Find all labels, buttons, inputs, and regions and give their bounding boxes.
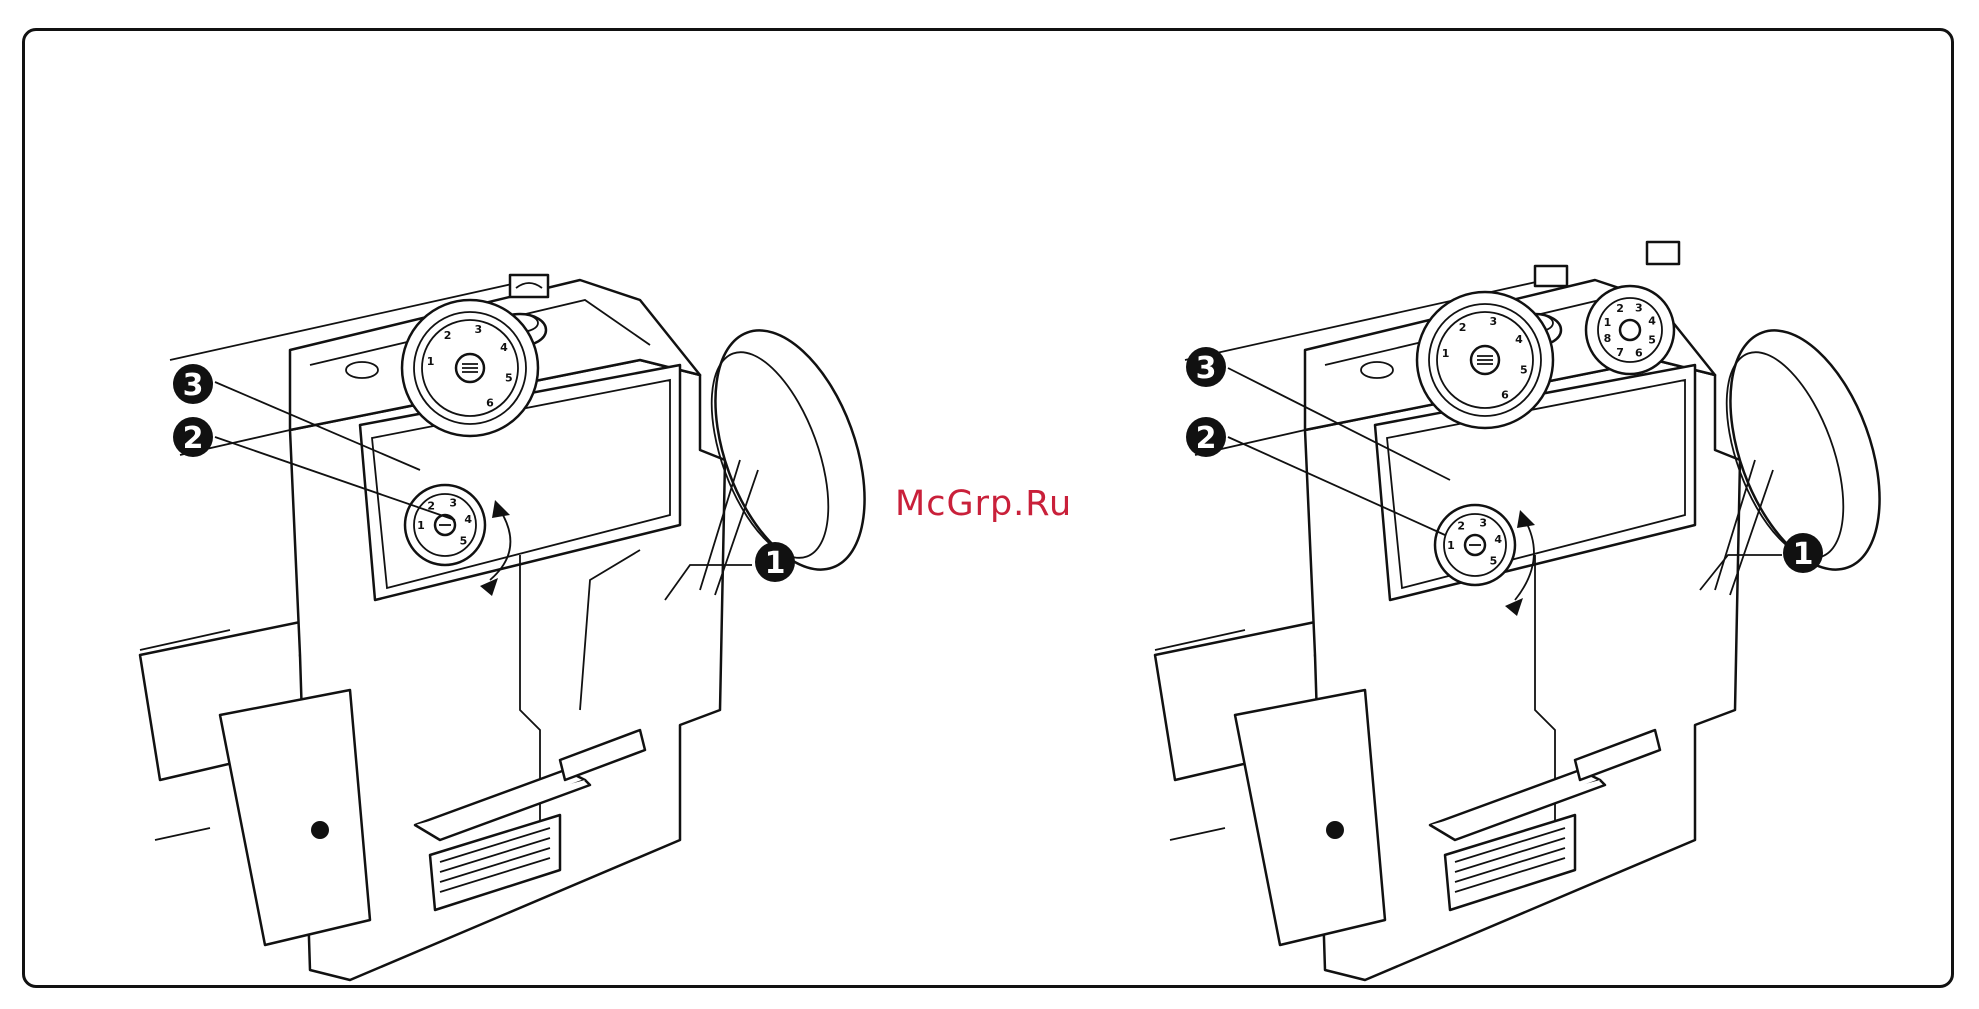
- small-dial-number: 2: [427, 499, 435, 512]
- watermark-text: McGrp.Ru: [895, 484, 1072, 524]
- stitch-length-dial: [1417, 292, 1553, 428]
- small-dial-number: 3: [1479, 516, 1487, 529]
- large-dial-number: 3: [1489, 315, 1497, 328]
- svg-text:2: 2: [1196, 421, 1217, 456]
- svg-text:3: 3: [1196, 351, 1217, 386]
- extra-dial-number: 5: [1648, 333, 1656, 346]
- large-dial-number: 3: [474, 323, 482, 336]
- large-dial-number: 2: [1459, 321, 1467, 334]
- large-dial-number: 1: [427, 355, 435, 368]
- callout-2-left: 2: [173, 417, 213, 457]
- callout-2-right: 2: [1186, 417, 1226, 457]
- large-dial-number: 4: [1515, 333, 1523, 346]
- small-dial-number: 4: [464, 513, 472, 526]
- large-dial-number: 6: [486, 397, 494, 410]
- svg-text:2: 2: [183, 421, 204, 456]
- machine-figure-right: [1155, 242, 1909, 980]
- extra-dial-number: 6: [1635, 346, 1643, 359]
- svg-text:1: 1: [765, 546, 786, 581]
- large-dial-number: 5: [1520, 364, 1528, 377]
- callout-3-left: 3: [173, 364, 213, 404]
- large-dial-number: 2: [444, 329, 452, 342]
- extra-dial: [1586, 286, 1674, 374]
- small-dial-number: 1: [417, 519, 425, 532]
- extra-dial-number: 3: [1635, 302, 1643, 315]
- extra-dial-number: 2: [1616, 302, 1624, 315]
- svg-text:1: 1: [1793, 537, 1814, 572]
- large-dial-number: 1: [1442, 347, 1450, 360]
- small-dial-number: 2: [1457, 519, 1465, 532]
- stitch-length-dial: [402, 300, 538, 436]
- small-dial-number: 4: [1494, 533, 1502, 546]
- callout-1-right: 1: [1783, 533, 1823, 573]
- small-dial-number: 5: [460, 534, 468, 547]
- extra-dial-number: 1: [1604, 316, 1612, 329]
- large-dial-number: 4: [500, 341, 508, 354]
- large-dial-number: 5: [505, 372, 513, 385]
- extra-dial-number: 8: [1604, 332, 1612, 345]
- callout-3-right: 3: [1186, 347, 1226, 387]
- small-dial-number: 1: [1447, 539, 1455, 552]
- svg-text:3: 3: [183, 368, 204, 403]
- large-dial-number: 6: [1501, 389, 1509, 402]
- extra-dial-number: 4: [1648, 315, 1656, 328]
- callout-1-left: 1: [755, 542, 795, 582]
- small-dial-number: 3: [449, 496, 457, 509]
- machine-figure-left: [140, 275, 894, 980]
- extra-dial-number: 7: [1616, 346, 1624, 359]
- small-dial-number: 5: [1490, 554, 1498, 567]
